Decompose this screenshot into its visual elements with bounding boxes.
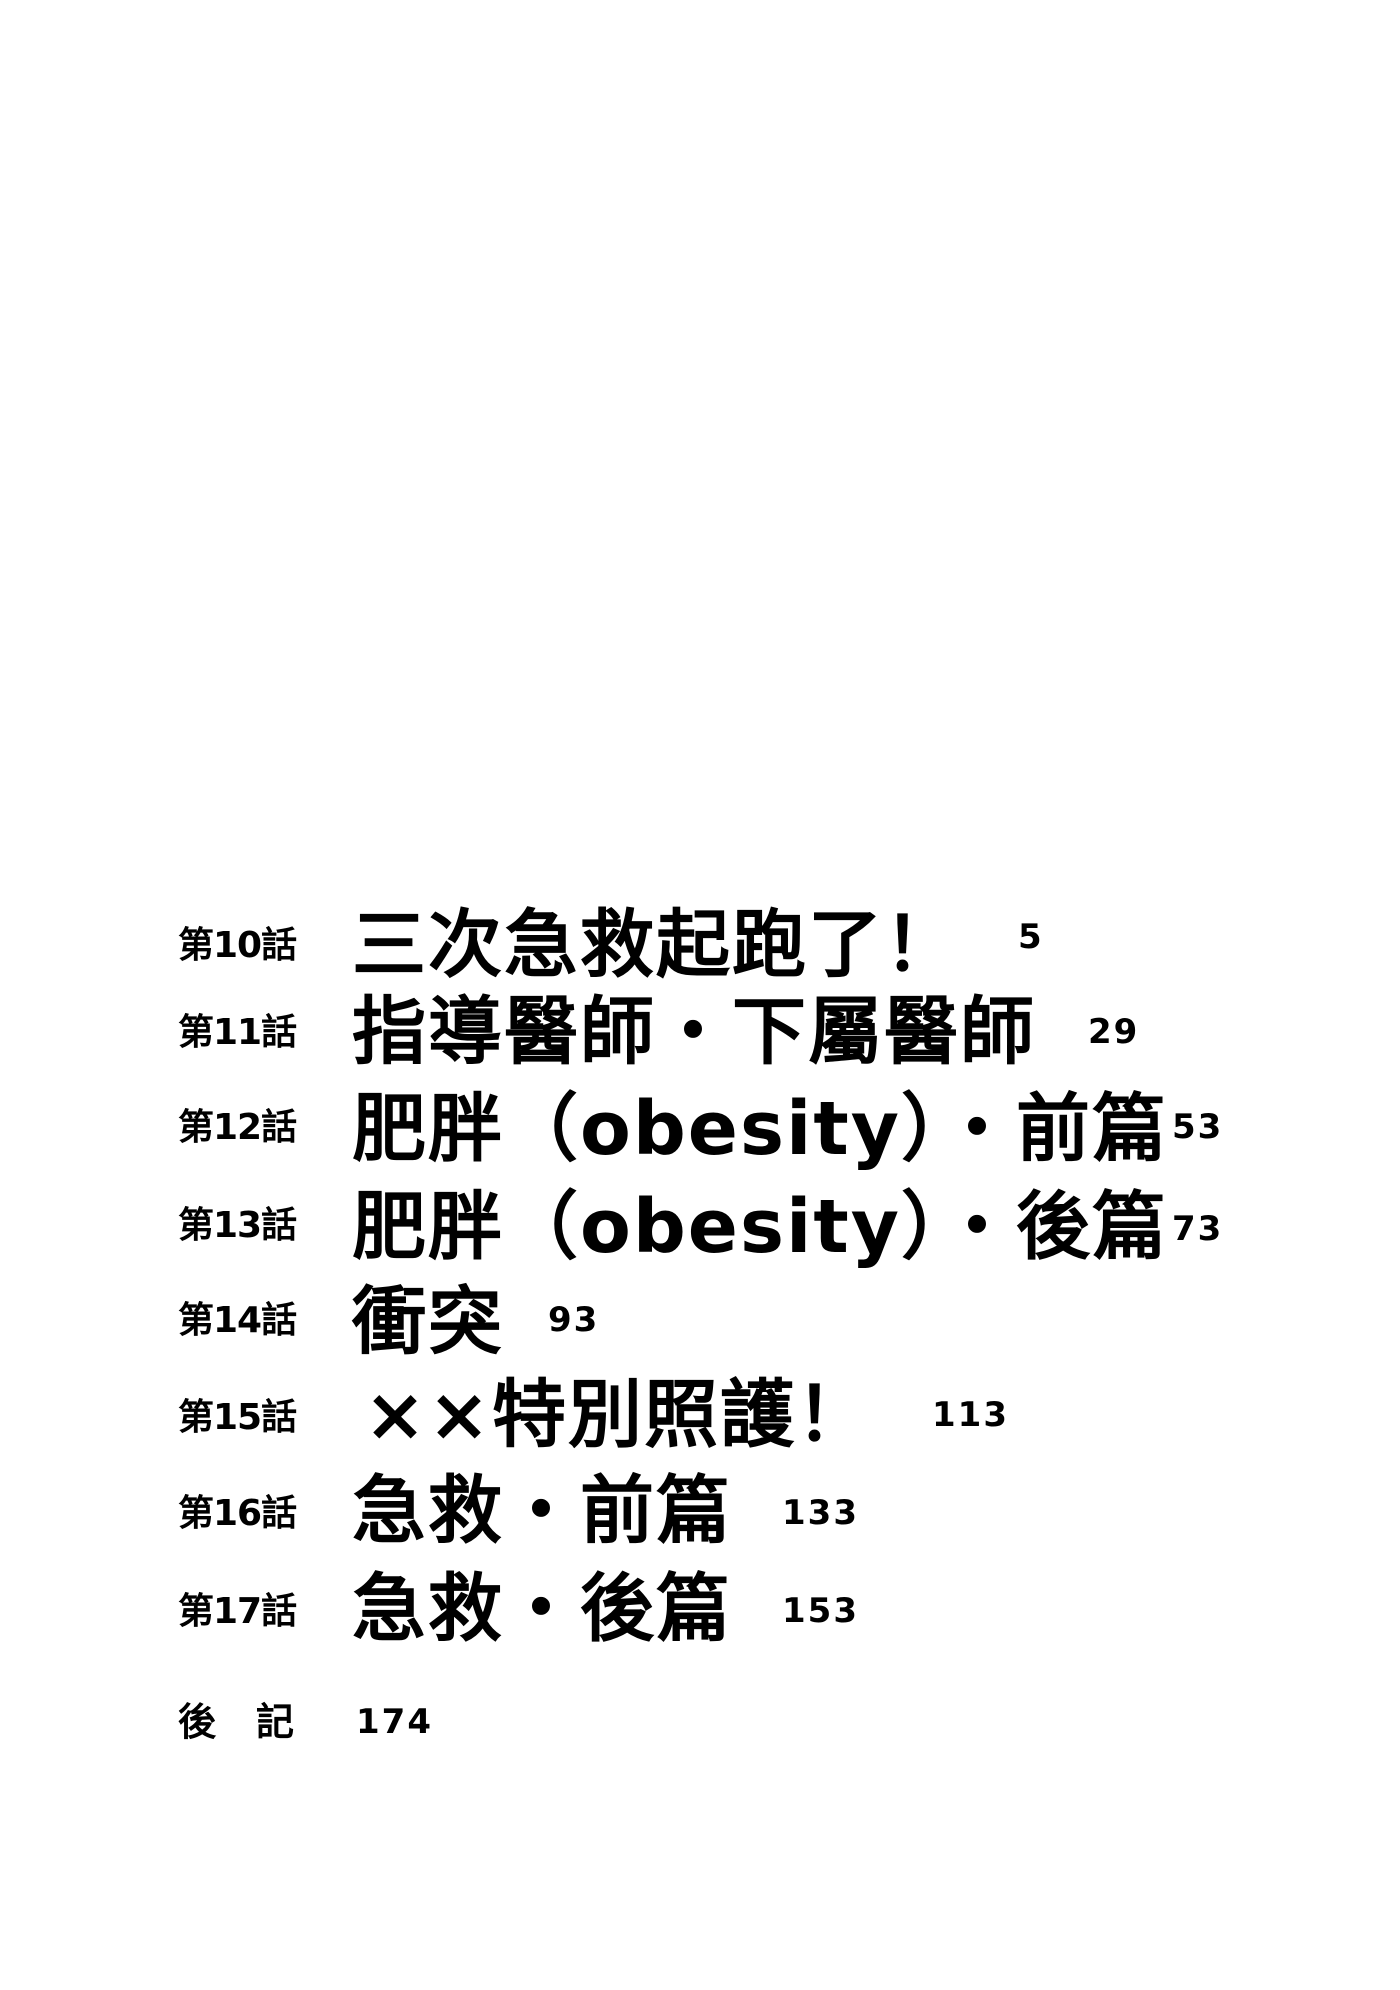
episode-page-number: 133 [782, 1493, 859, 1533]
toc-entry-12: 第12話 肥胖（obesity）・前篇 53 [0, 1092, 1400, 1192]
episode-page-number: 53 [1172, 1107, 1224, 1147]
episode-label: 第14話 [178, 1300, 297, 1341]
episode-page-number: 5 [1018, 917, 1044, 957]
toc-entry-11: 第11話 指導醫師・下屬醫師 29 [0, 995, 1400, 1095]
toc-entry-10: 第10話 三次急救起跑了！ 5 [0, 898, 1400, 998]
episode-title: 肥胖（obesity）・前篇 [352, 1086, 1169, 1172]
toc-entry-16: 第16話 急救・前篇 133 [0, 1474, 1400, 1574]
episode-title: 指導醫師・下屬醫師 [352, 989, 1036, 1075]
episode-title: 急救・後篇 [352, 1566, 732, 1652]
episode-label: 第16話 [178, 1493, 297, 1534]
toc-entry-17: 第17話 急救・後篇 153 [0, 1572, 1400, 1672]
episode-title: 肥胖（obesity）・後篇 [352, 1184, 1169, 1270]
afterword-label: 後記 [178, 1700, 335, 1744]
episode-label: 第12話 [178, 1107, 297, 1148]
episode-label: 第15話 [178, 1397, 297, 1438]
episode-title: 三次急救起跑了！ [352, 902, 960, 988]
episode-label: 第10話 [178, 925, 297, 966]
episode-page-number: 93 [548, 1300, 600, 1340]
episode-label: 第13話 [178, 1205, 297, 1246]
episode-title: 衝突 [352, 1279, 504, 1365]
toc-entry-afterword: 後記 174 [0, 1695, 1400, 1795]
toc-entry-14: 第14話 衝突 93 [0, 1285, 1400, 1385]
episode-page-number: 29 [1088, 1012, 1140, 1052]
episode-page-number: 73 [1172, 1209, 1224, 1249]
episode-page-number: 153 [782, 1591, 859, 1631]
episode-page-number: 113 [932, 1395, 1009, 1435]
episode-title: 急救・前篇 [352, 1468, 732, 1554]
episode-label: 第17話 [178, 1591, 297, 1632]
episode-title: ××特別照護！ [364, 1372, 873, 1458]
episode-label: 第11話 [178, 1012, 297, 1053]
toc-entry-15: 第15話 ××特別照護！ 113 [0, 1378, 1400, 1478]
toc-entry-13: 第13話 肥胖（obesity）・後篇 73 [0, 1190, 1400, 1290]
afterword-page-number: 174 [356, 1702, 433, 1742]
